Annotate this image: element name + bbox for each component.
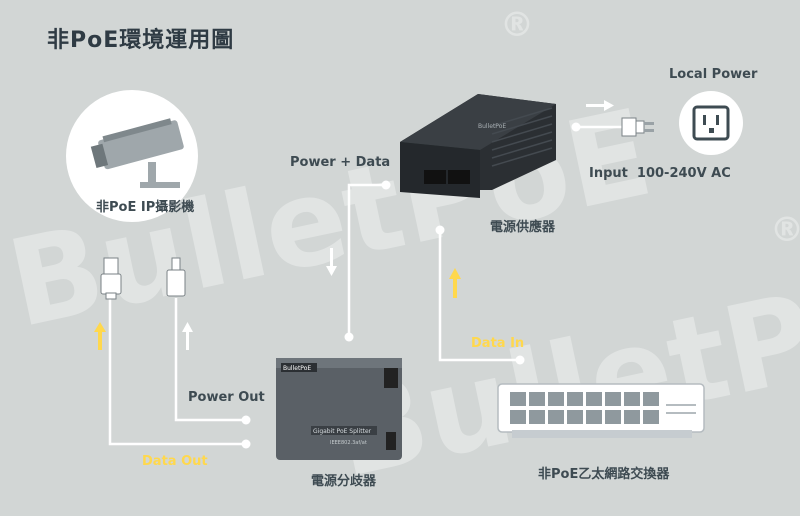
poe-splitter-device: Gigabit PoE Splitter IEEE802.3af/at Bull… <box>276 358 402 460</box>
ethernet-switch-device <box>497 383 705 438</box>
label-splitter: 電源分歧器 <box>311 474 377 489</box>
label-switch: 非PoE乙太網路交換器 <box>538 467 670 482</box>
rj45-connector-icon <box>100 257 122 300</box>
splitter-model: Gigabit PoE Splitter <box>313 428 372 435</box>
line-data-out <box>108 298 246 446</box>
line-power-data <box>347 183 386 337</box>
label-power-data: Power + Data <box>290 155 391 170</box>
dc-plug-icon <box>166 257 186 297</box>
label-data-in: Data In <box>471 336 525 351</box>
poe-injector-device: BulletPoE <box>400 94 556 198</box>
splitter-standard: IEEE802.3af/at <box>330 440 367 446</box>
line-power-out <box>174 298 246 422</box>
line-data-in <box>438 230 520 362</box>
label-ac-input: Input 100-240V AC <box>589 166 731 181</box>
arrow-down-power-data <box>326 248 337 276</box>
connection-dots <box>241 122 581 449</box>
arrow-up-data-in <box>449 268 461 298</box>
label-camera: 非PoE IP攝影機 <box>96 200 195 215</box>
label-injector: 電源供應器 <box>490 220 556 235</box>
label-local-power: Local Power <box>669 67 758 82</box>
wall-outlet-icon <box>679 91 743 155</box>
splitter-brand: BulletPoE <box>283 365 311 372</box>
label-data-out: Data Out <box>142 454 208 469</box>
camera-icon <box>66 90 198 222</box>
connection-lines <box>108 125 622 446</box>
arrow-right-ac <box>586 100 614 111</box>
injector-brand: BulletPoE <box>478 123 506 130</box>
label-power-out: Power Out <box>188 390 265 405</box>
arrow-up-data-out <box>94 322 106 350</box>
arrow-up-power-out <box>182 322 193 350</box>
ac-plug-icon <box>621 117 654 137</box>
page-title: 非PoE環境運用圖 <box>47 28 235 53</box>
